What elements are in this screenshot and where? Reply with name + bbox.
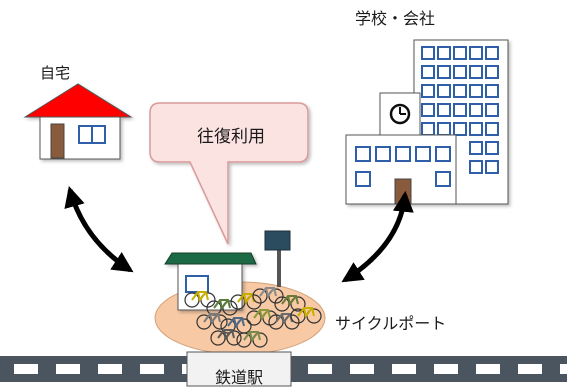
track-tie bbox=[518, 364, 542, 374]
building-window bbox=[415, 146, 431, 162]
label-station: 鉄道駅 bbox=[214, 368, 263, 387]
building-window bbox=[469, 141, 483, 155]
track-tie bbox=[56, 364, 80, 374]
track-tie bbox=[476, 364, 500, 374]
building-window bbox=[437, 122, 451, 136]
building-window bbox=[355, 171, 371, 187]
bicycle-icon bbox=[210, 329, 242, 346]
building-window bbox=[421, 65, 435, 79]
bicycles-group bbox=[184, 287, 322, 348]
building-window bbox=[395, 146, 411, 162]
building-window bbox=[421, 103, 435, 117]
building-window bbox=[435, 171, 451, 187]
bicycle-icon bbox=[196, 313, 228, 330]
track-tie bbox=[98, 364, 122, 374]
speech-bubble bbox=[149, 102, 309, 245]
building-icon bbox=[345, 39, 509, 205]
building-window bbox=[437, 103, 451, 117]
clock-icon bbox=[389, 103, 411, 125]
building-window bbox=[453, 84, 467, 98]
label-home: 自宅 bbox=[40, 64, 71, 82]
building-window bbox=[453, 103, 467, 117]
building-window bbox=[469, 122, 483, 136]
signboard-icon bbox=[264, 230, 291, 287]
track-tie bbox=[434, 364, 458, 374]
building-window bbox=[453, 65, 467, 79]
building-window bbox=[437, 46, 451, 60]
building-window bbox=[421, 122, 435, 136]
building-window bbox=[453, 122, 467, 136]
bicycle-icon bbox=[274, 295, 306, 312]
station-box bbox=[186, 351, 292, 387]
bicycle-icon bbox=[290, 307, 322, 324]
track-tie bbox=[350, 364, 374, 374]
building-window bbox=[435, 146, 451, 162]
arrow-home-to-port bbox=[64, 185, 134, 273]
building-window bbox=[469, 46, 483, 60]
label-school-office: 学校・会社 bbox=[355, 9, 436, 28]
track-tie bbox=[14, 364, 38, 374]
building-window bbox=[453, 46, 467, 60]
building-window bbox=[485, 46, 499, 60]
building-window bbox=[469, 65, 483, 79]
building-window bbox=[485, 65, 499, 79]
building-window bbox=[469, 84, 483, 98]
building-window bbox=[485, 160, 499, 174]
arrow-port-to-office bbox=[341, 190, 414, 283]
label-cycle-port: サイクルポート bbox=[335, 314, 447, 333]
track-tie bbox=[308, 364, 332, 374]
building-window bbox=[485, 84, 499, 98]
bicycle-icon bbox=[206, 299, 238, 316]
building-window bbox=[375, 146, 391, 162]
bicycle-icon bbox=[184, 291, 216, 308]
building-window bbox=[437, 65, 451, 79]
bicycle-icon bbox=[236, 331, 268, 348]
building-window bbox=[421, 46, 435, 60]
building-window bbox=[355, 146, 371, 162]
building-window bbox=[485, 141, 499, 155]
building-window bbox=[485, 103, 499, 117]
building-window bbox=[421, 84, 435, 98]
building-window bbox=[437, 84, 451, 98]
bicycle-icon bbox=[252, 287, 284, 304]
house-icon bbox=[23, 83, 133, 160]
building-window bbox=[469, 103, 483, 117]
label-round-trip: 往復利用 bbox=[197, 127, 265, 147]
track-tie bbox=[560, 364, 567, 374]
building-window bbox=[469, 160, 483, 174]
track-tie bbox=[140, 364, 164, 374]
house-door bbox=[50, 123, 65, 159]
house-roof bbox=[23, 83, 133, 118]
track-tie bbox=[392, 364, 416, 374]
building-window bbox=[485, 122, 499, 136]
